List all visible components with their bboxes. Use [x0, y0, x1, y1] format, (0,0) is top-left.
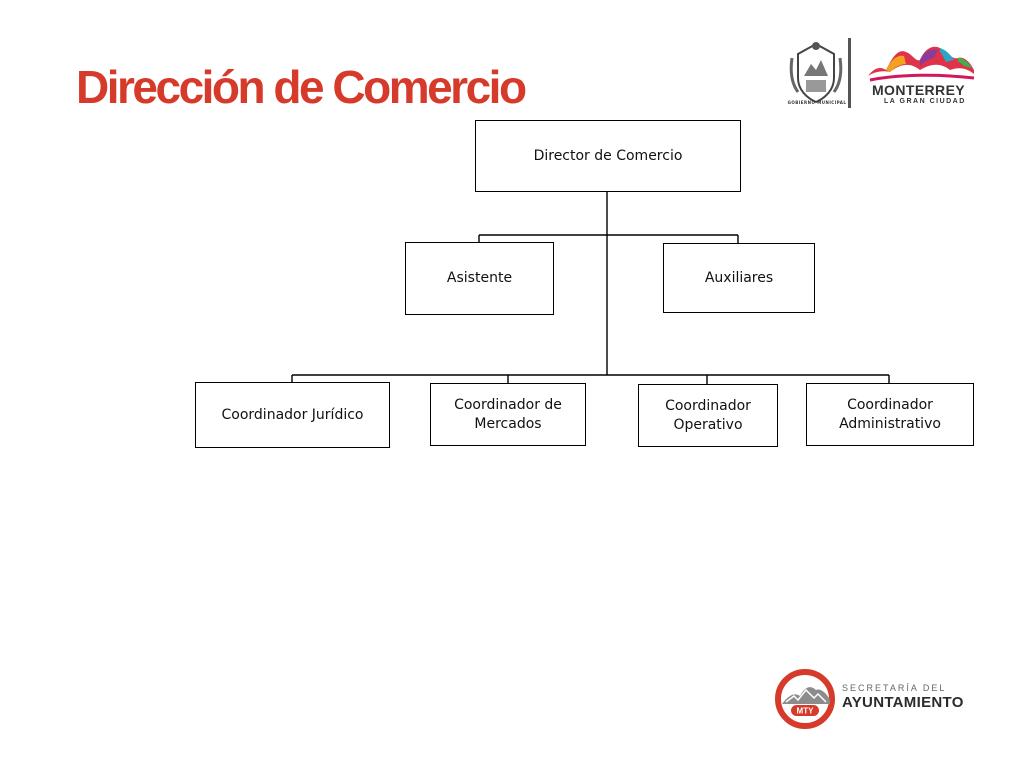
secretaria-label: SECRETARÍA DEL [842, 683, 947, 693]
node-asistente: Asistente [405, 242, 554, 315]
ayuntamiento-label: AYUNTAMIENTO [842, 694, 964, 711]
node-coordinador-operativo: Coordinador Operativo [638, 384, 778, 447]
shield-crest-icon [789, 42, 843, 104]
logo-gobierno-monterrey: GOBIERNO MUNICIPAL MONTERREY LA GRAN CIU… [780, 34, 990, 114]
seal-text: MTY [797, 707, 815, 716]
page-title: Dirección de Comercio [76, 61, 527, 113]
logo-secretaria-ayuntamiento: MTY SECRETARÍA DEL AYUNTAMIENTO [772, 666, 992, 732]
logo-divider [848, 38, 851, 108]
node-coordinador-administrativo: Coordinador Administrativo [806, 383, 974, 446]
monterrey-wordmark: MONTERREY [872, 82, 966, 98]
node-director: Director de Comercio [475, 120, 741, 192]
city-tagline: LA GRAN CIUDAD [884, 98, 966, 105]
node-coordinador-mercados: Coordinador de Mercados [430, 383, 586, 446]
node-coordinador-juridico: Coordinador Jurídico [195, 382, 390, 448]
red-ring-mountain-icon: MTY [775, 669, 835, 729]
colorful-mountain-icon [868, 46, 975, 82]
node-auxiliares: Auxiliares [663, 243, 815, 313]
gobierno-municipal-label: GOBIERNO MUNICIPAL [787, 100, 847, 105]
